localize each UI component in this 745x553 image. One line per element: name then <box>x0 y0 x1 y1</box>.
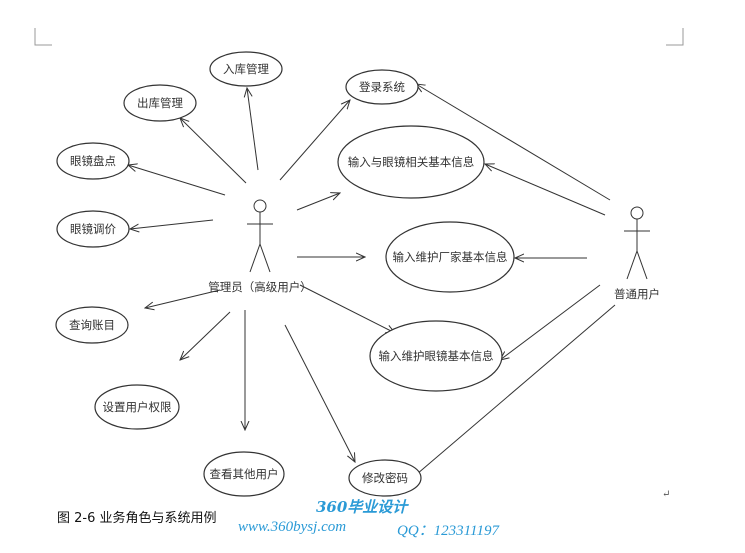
svg-text:↵: ↵ <box>662 489 670 500</box>
use-case-label: 眼镜调价 <box>70 222 116 236</box>
use-case-label: 输入维护厂家基本信息 <box>393 250 508 264</box>
use-case: 输入与眼镜相关基本信息 <box>337 125 485 199</box>
use-case: 查询账目 <box>55 306 129 344</box>
watermark-qq: QQ：123311197 <box>397 523 499 539</box>
use-case: 眼镜调价 <box>56 210 130 248</box>
use-case-label: 查询账目 <box>69 318 115 332</box>
use-case: 入库管理 <box>209 51 283 87</box>
use-case: 眼镜盘点 <box>56 142 130 180</box>
watermark-site: www.360bysj.com <box>238 519 347 535</box>
use-case-label: 入库管理 <box>223 62 269 76</box>
corner-mark <box>666 28 684 46</box>
admin-actor-label: 管理员（高级用户） <box>208 280 312 294</box>
use-case-label: 修改密码 <box>362 471 408 485</box>
use-case: 输入维护厂家基本信息 <box>385 221 515 293</box>
association-arrow <box>279 100 350 181</box>
user-actor: 普通用户 <box>614 206 660 301</box>
use-case: 出库管理 <box>123 84 197 122</box>
use-case: 登录系统 <box>345 69 419 105</box>
association-arrow <box>296 193 340 211</box>
use-case-label: 眼镜盘点 <box>70 154 116 168</box>
association-arrow <box>247 88 259 171</box>
use-case-label: 设置用户权限 <box>103 400 172 414</box>
association-arrow <box>416 84 611 201</box>
admin-actor: 管理员（高级用户） <box>208 199 312 294</box>
association-arrow <box>180 311 231 360</box>
association-arrow <box>180 118 247 184</box>
corner-mark <box>34 28 52 46</box>
association-arrow <box>130 219 214 229</box>
use-case-label: 查看其他用户 <box>210 467 279 481</box>
use-case: 设置用户权限 <box>94 384 180 430</box>
association-arrow <box>145 289 221 308</box>
use-case-label: 登录系统 <box>359 80 405 94</box>
watermark-brand: 360毕业设计 <box>316 498 408 516</box>
figure-caption: 图 2-6 业务角色与系统用例 <box>57 511 217 526</box>
use-case-label: 出库管理 <box>137 96 183 110</box>
association-arrow <box>485 164 606 216</box>
use-case-label: 输入与眼镜相关基本信息 <box>348 155 475 169</box>
use-case: 输入维护眼镜基本信息 <box>369 320 503 392</box>
user-actor-label: 普通用户 <box>614 287 660 301</box>
association-arrow <box>299 284 395 333</box>
association-arrow <box>284 324 355 462</box>
association-arrow <box>128 165 226 196</box>
association-arrow <box>500 284 601 360</box>
association-arrow <box>410 304 616 480</box>
use-case: 查看其他用户 <box>203 451 285 497</box>
use-case-label: 输入维护眼镜基本信息 <box>379 349 494 363</box>
use-case: 修改密码 <box>348 459 422 497</box>
